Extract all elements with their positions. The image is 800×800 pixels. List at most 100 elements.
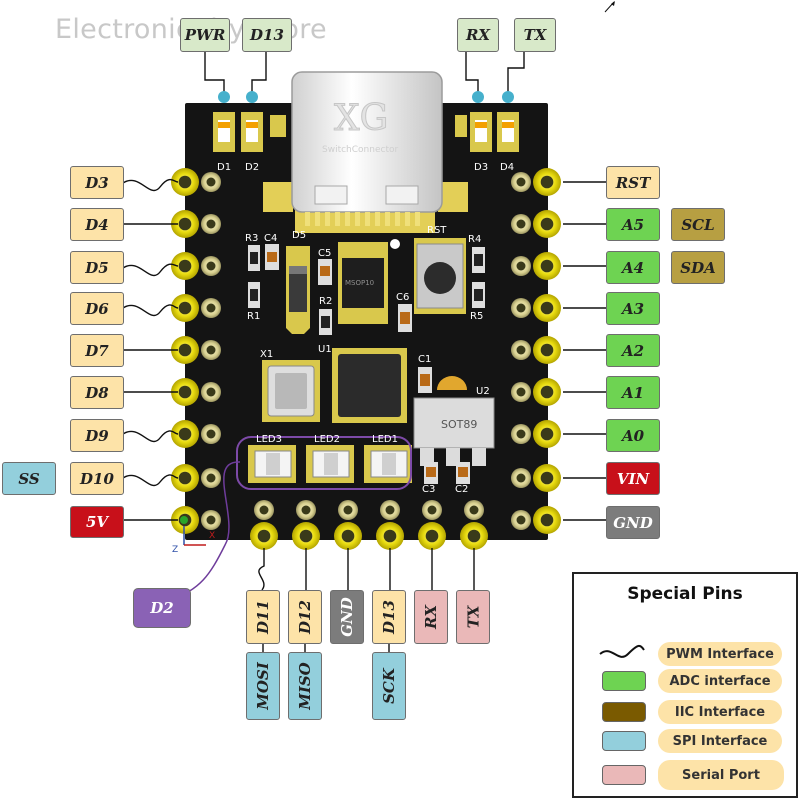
- pin-label-vin: VIN: [606, 462, 660, 495]
- label-d5: D5: [292, 230, 306, 241]
- label-led1: LED1: [372, 434, 398, 445]
- reset-button: [414, 238, 466, 314]
- header-pads: [171, 168, 561, 550]
- label-c6: C6: [396, 292, 409, 303]
- bottom-pad-inner-2: [338, 500, 358, 520]
- label-rx-top: RX: [457, 18, 499, 52]
- label-sot89: SOT89: [441, 418, 477, 431]
- microcontroller-u1: [332, 348, 407, 423]
- label-c2: C2: [455, 484, 468, 495]
- right-pad-inner-3: [511, 298, 531, 318]
- right-pad-inner-7: [511, 468, 531, 488]
- pwm-wave-icon: [599, 644, 645, 658]
- pin-label-a0: A0: [606, 419, 660, 452]
- left-pad-outer-3: [171, 294, 199, 322]
- usb-logo-text: XG: [334, 98, 388, 139]
- legend-item-iic: IIC Interface: [574, 700, 796, 724]
- pin-label-d9: D9: [70, 419, 124, 452]
- led-label-d3: D3: [474, 162, 488, 173]
- chip-msop10: [338, 242, 388, 324]
- pin-label-d4: D4: [70, 208, 124, 241]
- right-pad-inner-4: [511, 340, 531, 360]
- usb-pin-1: [315, 212, 320, 226]
- pin-label-sda: SDA: [671, 251, 725, 284]
- indicator-led-d3: [470, 112, 492, 152]
- right-pad-outer-0: [533, 168, 561, 196]
- usb-brand-text: SwitchConnector: [322, 145, 398, 155]
- bottom-pad-outer-3: [376, 522, 404, 550]
- right-pad-outer-7: [533, 464, 561, 492]
- usb-pin-9: [395, 212, 400, 226]
- indicator-led-d2: [241, 112, 263, 152]
- usb-pin-4: [345, 212, 350, 226]
- right-pad-outer-6: [533, 420, 561, 448]
- left-pad-inner-6: [201, 424, 221, 444]
- pin-label-d11: D11: [246, 590, 280, 644]
- label-r4: R4: [468, 234, 481, 245]
- label-c5: C5: [318, 248, 331, 259]
- legend-swatch-adc: [602, 671, 646, 691]
- indicator-led-d1: [213, 112, 235, 152]
- usb-pin-11: [415, 212, 420, 226]
- rgb-led-2: [306, 445, 354, 483]
- usb-signal-pins: [305, 212, 420, 226]
- legend-item-serial: Serial Port: [574, 760, 796, 790]
- pin-label-d5: D5: [70, 251, 124, 284]
- right-pad-outer-8: [533, 506, 561, 534]
- pin-label-sck: SCK: [372, 652, 406, 720]
- leader-lines: [122, 52, 606, 652]
- pin-label-a4: A4: [606, 251, 660, 284]
- left-pad-inner-2: [201, 256, 221, 276]
- label-x1: X1: [260, 349, 273, 360]
- pin-label-gnd-right: GND: [606, 506, 660, 539]
- pin-label-mosi: MOSI: [246, 652, 280, 720]
- label-led2: LED2: [314, 434, 340, 445]
- pin-label-a1: A1: [606, 376, 660, 409]
- pin-label-d3: D3: [70, 166, 124, 199]
- right-pad-outer-2: [533, 252, 561, 280]
- led-label-d1: D1: [217, 162, 231, 173]
- left-pad-outer-2: [171, 252, 199, 280]
- label-rst: RST: [427, 225, 447, 236]
- usb-pin-2: [325, 212, 330, 226]
- label-r1: R1: [247, 311, 260, 322]
- legend-item-adc: ADC interface: [574, 669, 796, 693]
- pin-label-ss: SS: [2, 462, 56, 495]
- axis-x-label: X: [209, 531, 215, 541]
- usb-pin-5: [355, 212, 360, 226]
- special-pins-legend: Special Pins PWM Interface ADC interface…: [572, 572, 798, 798]
- right-pad-outer-5: [533, 378, 561, 406]
- right-pad-inner-6: [511, 424, 531, 444]
- left-pad-inner-7: [201, 468, 221, 488]
- bottom-pad-outer-5: [460, 522, 488, 550]
- pin-label-miso: MISO: [288, 652, 322, 720]
- pin-label-rx-bottom: RX: [414, 590, 448, 644]
- rgb-led-3: [248, 445, 296, 483]
- bottom-pad-outer-2: [334, 522, 362, 550]
- pin-label-scl: SCL: [671, 208, 725, 241]
- label-u1: U1: [318, 344, 332, 355]
- pin-label-d8: D8: [70, 376, 124, 409]
- pin-label-a2: A2: [606, 334, 660, 367]
- left-pad-outer-0: [171, 168, 199, 196]
- label-r2: R2: [319, 296, 332, 307]
- usb-pin-6: [365, 212, 370, 226]
- usb-pin-10: [405, 212, 410, 226]
- label-msop10: MSOP10: [345, 279, 374, 287]
- crystal-x1: [262, 360, 320, 422]
- right-pad-outer-1: [533, 210, 561, 238]
- axis-indicator: [180, 516, 206, 546]
- bottom-pad-inner-1: [296, 500, 316, 520]
- bottom-pad-inner-5: [464, 500, 484, 520]
- label-tx-top: TX: [514, 18, 556, 52]
- label-c4: C4: [264, 233, 277, 244]
- left-pad-inner-4: [201, 340, 221, 360]
- bottom-pad-outer-4: [418, 522, 446, 550]
- label-led3: LED3: [256, 434, 282, 445]
- pin-label-5v: 5V: [70, 506, 124, 538]
- legend-label-serial: Serial Port: [658, 760, 784, 790]
- right-pad-outer-4: [533, 336, 561, 364]
- label-d13-top: D13: [242, 18, 292, 52]
